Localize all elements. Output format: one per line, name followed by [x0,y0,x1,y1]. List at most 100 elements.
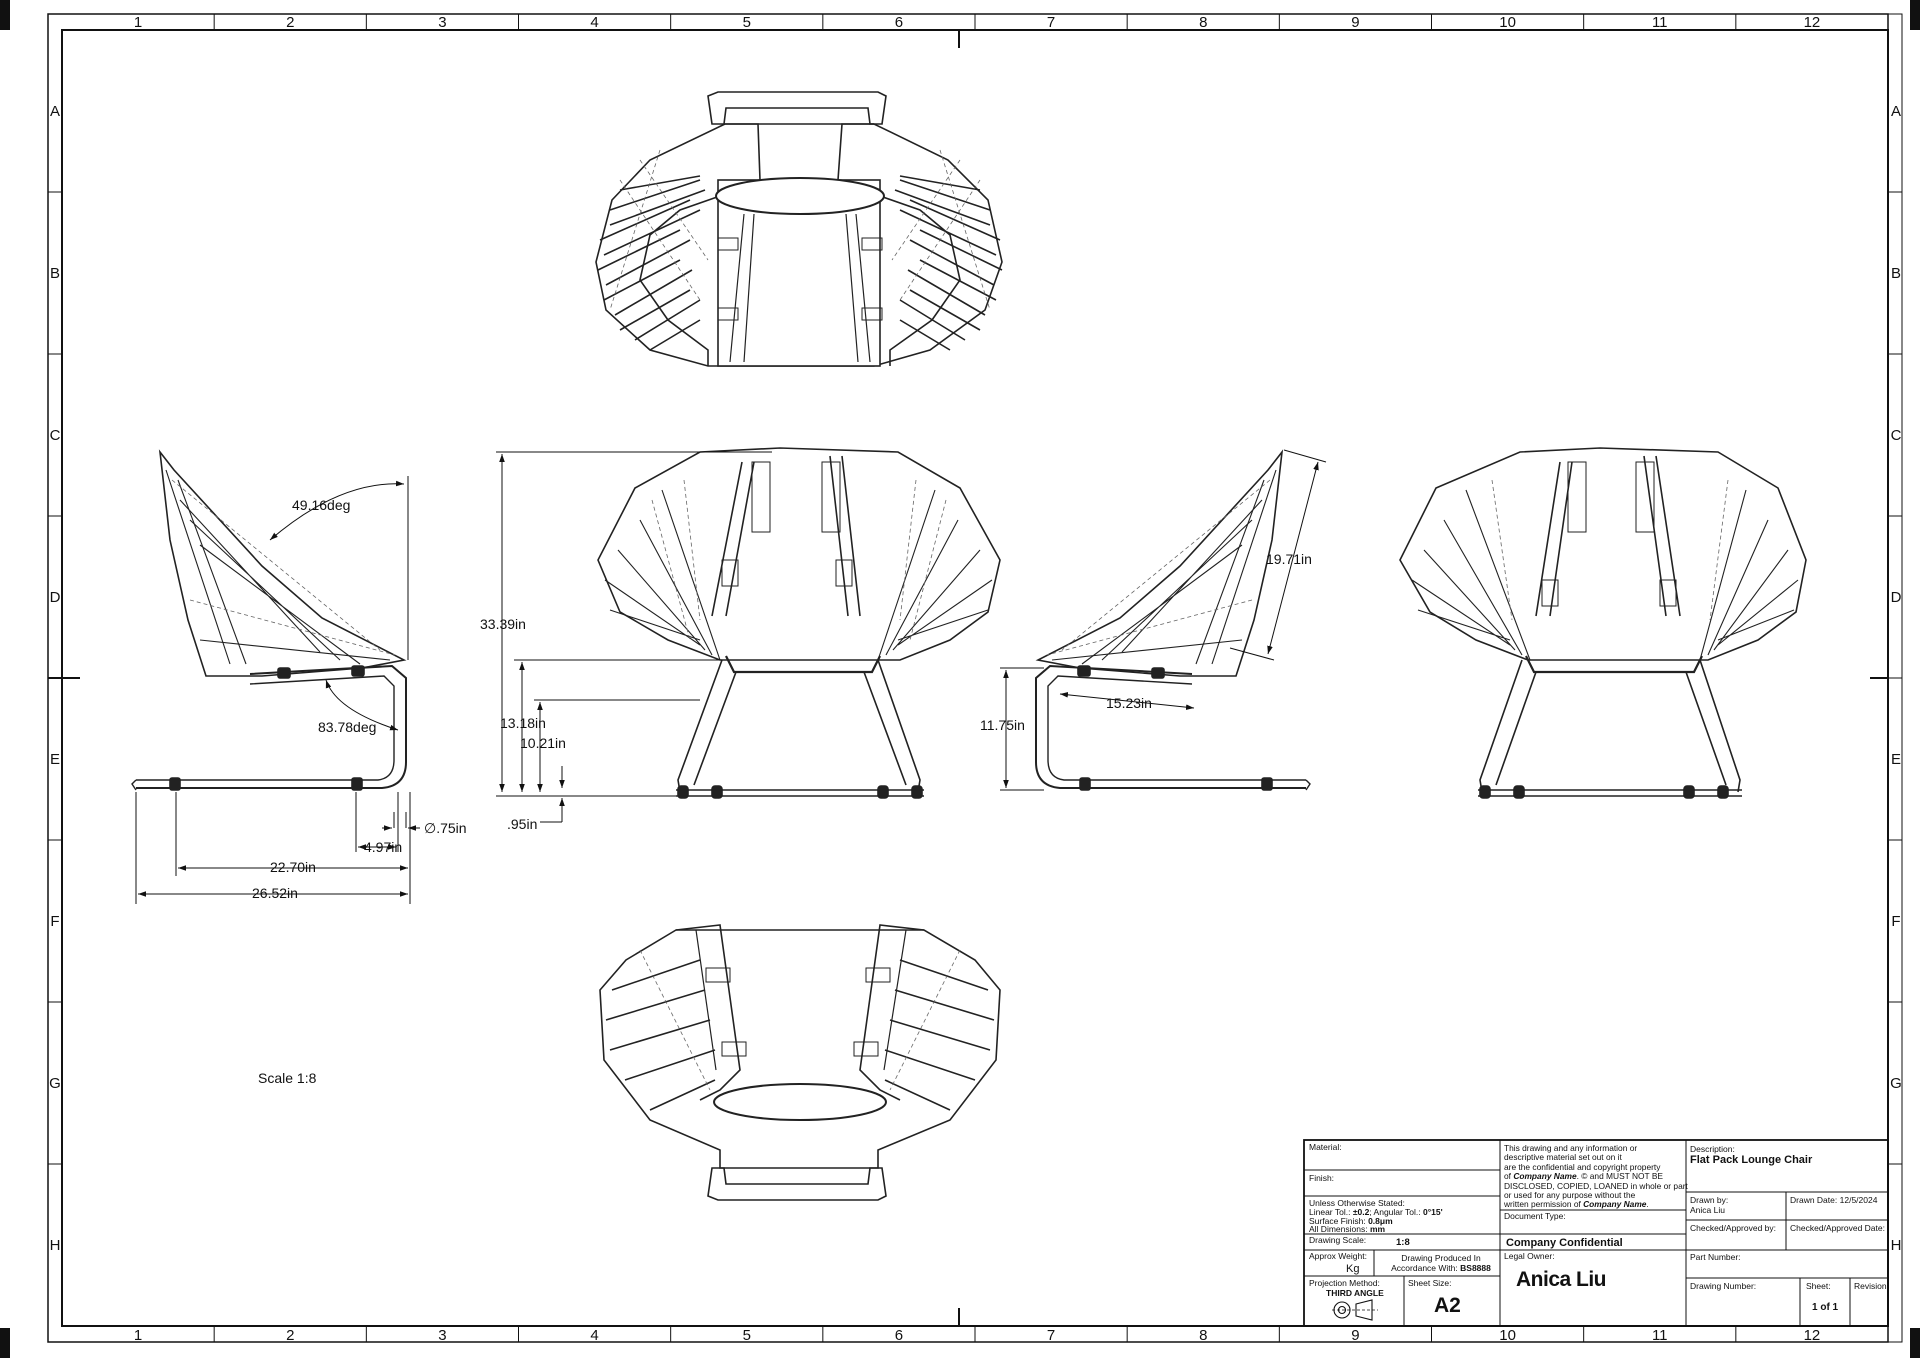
col-label: 9 [1351,1327,1359,1344]
row-label: A [50,103,60,120]
tolerance-line: Linear Tol.: ±0.2; Angular Tol.: 0°15' [1309,1207,1443,1217]
legal-owner-label: Legal Owner: [1504,1251,1555,1261]
bottom-view [599,924,1001,1201]
dim-overall-height: 33.39in [480,616,526,632]
row-label: E [1891,751,1901,768]
right-side-dimensions [1000,449,1327,791]
revision-label: Revision: [1854,1281,1889,1291]
col-label: 8 [1199,14,1207,31]
drawn-date: Drawn Date: 12/5/2024 [1790,1195,1878,1205]
dim-seat-height: 13.18in [500,715,546,731]
row-label: D [50,589,61,606]
drawing-scale-label: Drawing Scale: [1309,1235,1367,1245]
col-label: 6 [895,1327,903,1344]
third-angle-projection-icon [1332,1299,1378,1321]
company-confidential: Company Confidential [1506,1237,1623,1249]
dim-base-height: .95in [507,816,537,832]
row-label: A [1891,103,1901,120]
checked-approved-date-label: Checked/Approved Date: [1790,1223,1885,1233]
col-label: 7 [1047,14,1055,31]
col-label: 6 [895,14,903,31]
drawn-by-label: Drawn by: [1690,1195,1729,1205]
col-label: 2 [286,1327,294,1344]
col-label: 12 [1804,14,1821,31]
sheet-label: Sheet: [1806,1281,1831,1291]
row-label: H [1891,1237,1902,1254]
col-label: 3 [438,1327,446,1344]
row-label: F [50,913,59,930]
col-label: 2 [286,14,294,31]
dim-base-overall: 26.52in [252,885,298,901]
dim-seat-angle: 83.78deg [318,719,376,735]
row-label: B [1891,265,1901,282]
row-label: B [50,265,60,282]
row-label: G [49,1075,61,1092]
material-label: Material: [1309,1142,1342,1152]
row-label: G [1890,1075,1902,1092]
dim-back-angle: 49.16deg [292,497,350,513]
legal-owner-value: Anica Liu [1516,1268,1607,1291]
dim-tube-diameter: ∅.75in [424,820,467,836]
row-label: C [1891,427,1902,444]
description-value: Flat Pack Lounge Chair [1690,1154,1813,1166]
row-label: F [1891,913,1900,930]
col-label: 1 [134,14,142,31]
dim-seat-front-height: 10.21in [520,735,566,751]
part-number-label: Part Number: [1690,1252,1741,1262]
col-label: 10 [1499,14,1516,31]
dim-right-seat-height: 11.75in [980,717,1025,733]
drawing-number-label: Drawing Number: [1690,1281,1757,1291]
left-side-view [131,449,407,791]
front-view [597,447,1001,799]
surface-finish: Surface Finish: 0.8μm [1309,1216,1393,1226]
top-view [595,91,1003,367]
tolerance-title: Unless Otherwise Stated: [1309,1198,1405,1208]
col-label: 10 [1499,1327,1516,1344]
all-dimensions: All Dimensions: mm [1309,1224,1386,1234]
col-label: 8 [1199,1327,1207,1344]
scale-note: Scale 1:8 [258,1070,317,1086]
col-label: 7 [1047,1327,1055,1344]
weight-unit: Kg [1346,1263,1360,1275]
col-label: 4 [590,1327,598,1344]
document-type-label: Document Type: [1504,1211,1566,1221]
right-side-view [1035,449,1311,791]
sheet-size-label: Sheet Size: [1408,1278,1452,1288]
col-label: 9 [1351,14,1359,31]
inner-border [61,29,1889,1327]
rear-view [1399,447,1807,799]
drawing-scale-value: 1:8 [1396,1237,1410,1248]
col-label: 12 [1804,1327,1821,1344]
dim-back-length: 19.71in [1266,551,1312,567]
col-label: 11 [1652,1327,1668,1344]
drawn-by-value: Anica Liu [1690,1205,1725,1215]
dim-leg-offset: 4.97in [364,839,402,855]
dimension-labels: 49.16deg 83.78deg ∅.75in 4.97in 22.70in … [252,497,1312,1086]
checked-approved-by-label: Checked/Approved by: [1690,1223,1776,1233]
row-label: C [50,427,61,444]
col-label: 4 [590,14,598,31]
sheet-size-value: A2 [1434,1294,1461,1317]
center-marks [48,30,1888,1326]
col-label: 1 [134,1327,142,1344]
title-block [1303,1139,1889,1327]
confidentiality-notice: This drawing and any information or desc… [1504,1143,1688,1210]
col-label: 5 [743,14,751,31]
col-label: 5 [743,1327,751,1344]
projection-method-value: THIRD ANGLE [1326,1288,1384,1298]
col-label: 3 [438,14,446,31]
row-label: E [50,751,60,768]
approx-weight-label: Approx Weight: [1309,1251,1367,1261]
sheet-value: 1 of 1 [1812,1302,1839,1313]
finish-label: Finish: [1309,1173,1335,1183]
front-dimensions [496,451,772,823]
description-label: Description: [1690,1144,1735,1154]
col-label: 11 [1652,14,1668,31]
projection-method-label: Projection Method: [1309,1278,1380,1288]
row-label: D [1891,589,1902,606]
dim-seat-depth: 15.23in [1106,695,1152,711]
produced-in-accordance: Drawing Produced In Accordance With: BS8… [1391,1253,1491,1273]
